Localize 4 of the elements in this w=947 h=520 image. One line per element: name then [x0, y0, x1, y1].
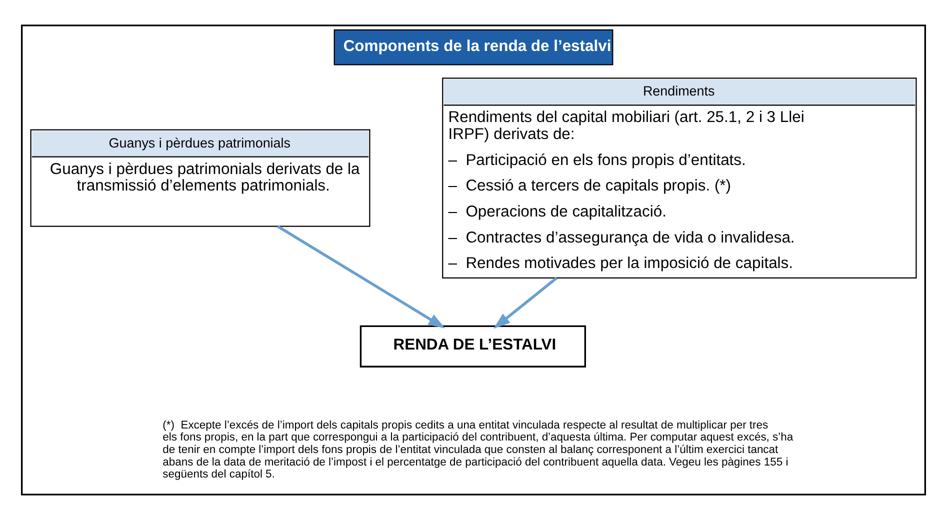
arrow: [276, 225, 446, 328]
arrow: [493, 276, 558, 329]
label: (*) Excepte l’excés de l’import dels capitals propis cedits a una entitat vinculada respecte al resultat de multiplicar per tres els fons propis, en la part que correspongui a la participació del contribuent, d’aquesta última. Per computar aquest excés, s’ha de tenir en compte l’import dels fons propis de l’entitat vinculada que consten al balanç corresponent a l’últim exercici tancat abans de la data de meritació de l’impost i el percentatge de participació del contribuent aquella data. Vegeu les pàgines 155 i següents del capítol 5.: [162, 419, 794, 481]
node-box: RENDA DE L’ESTALVI: [360, 325, 586, 368]
